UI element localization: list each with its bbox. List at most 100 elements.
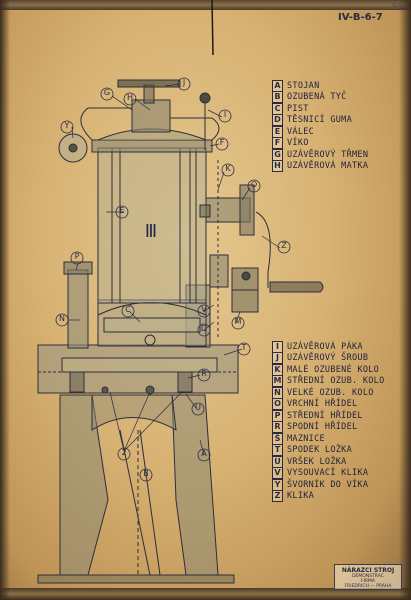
legend-label: VRŠEK LOŽKA	[287, 456, 347, 467]
legend-row-M: M STŘEDNÍ OZUB. KOLO	[272, 375, 402, 388]
legend-label: ŠVORNÍK DO VÍKA	[287, 479, 369, 490]
legend-letter: F	[272, 137, 283, 150]
callout-H: H	[126, 93, 133, 102]
callout-Z: Z	[281, 241, 287, 250]
label-title: NÁRAZCI STROJ	[341, 567, 395, 574]
catalog-code: IV-B-6-7	[338, 12, 383, 23]
hanging-string	[211, 0, 214, 56]
callout-circles	[55, 77, 291, 482]
legend-row-U: U VRŠEK LOŽKA	[272, 455, 402, 468]
callout-K: K	[225, 164, 231, 173]
callout-T: T	[241, 343, 247, 352]
callout-D: D	[200, 324, 208, 333]
legend-row-B: B OZUBENÁ TYČ	[272, 91, 402, 104]
legend-label: TĚSNICÍ GUMA	[287, 115, 353, 126]
legend-letter: H	[272, 160, 283, 173]
legend-row-S: Š MAZNICE	[272, 432, 402, 445]
callout-M: M	[234, 317, 242, 326]
legend-row-G: G UZÁVĚROVÝ TŘMEN	[272, 148, 402, 161]
callout-A: A	[201, 449, 207, 458]
label-line-2: FIRMA	[360, 579, 375, 584]
callout-I: I	[223, 110, 227, 119]
publisher-label: NÁRAZCI STROJ DEMONSTRAC FIRMA FRIEDRICH…	[334, 564, 402, 590]
legend-letter: Š	[272, 432, 283, 445]
label-line-1: DEMONSTRAC	[352, 574, 384, 579]
legend-label: STŘEDNÍ HŘÍDEL	[287, 410, 363, 421]
legend-label: UZÁVĚROVÁ MATKA	[287, 161, 369, 172]
legend-label: UZÁVĚROVÁ PÁKA	[287, 341, 363, 352]
manufacturer-logo: Ⅲ	[144, 221, 158, 242]
legend-letter: I	[272, 340, 283, 353]
callout-S: 2	[121, 448, 127, 457]
legend-label: VRCHNÍ HŘÍDEL	[287, 399, 358, 410]
legend-label: VYSOUVACÍ KLIKA	[287, 468, 369, 479]
piston-section	[97, 299, 207, 347]
legend-label: UZÁVĚROVÝ TŘMEN	[287, 149, 369, 160]
callout-V: V	[201, 305, 207, 314]
legend-letter: U	[272, 455, 283, 468]
legend-label: UZÁVĚROVÝ ŠROUB	[287, 353, 369, 364]
legend-letter: C	[272, 102, 283, 115]
legend-letter: E	[272, 125, 283, 138]
legend-label: OZUBENÁ TYČ	[287, 92, 347, 103]
crank-assembly	[199, 184, 324, 313]
legend-label: MAZNICE	[287, 433, 325, 444]
right-edge-shadow	[399, 0, 411, 600]
legend-label: STŘEDNÍ OZUB. KOLO	[287, 376, 385, 387]
callout-B: B	[143, 469, 149, 478]
legend-row-Z: Z KLIKA	[272, 490, 402, 503]
legend-label: VELKÉ OZUB. KOLO	[287, 387, 374, 398]
callout-Y: Y	[64, 121, 70, 130]
callout-G: G	[103, 88, 111, 97]
left-wheel	[58, 133, 88, 163]
callout-C: C	[125, 305, 131, 314]
legend-row-R: R SPODNÍ HŘÍDEL	[272, 421, 402, 434]
legend-row-I: I UZÁVĚROVÁ PÁKA	[272, 340, 402, 353]
legend-row-H: H UZÁVĚROVÁ MATKA	[272, 160, 402, 173]
legend-letter: A	[272, 79, 283, 92]
legend-row-F: F VÍKO	[272, 137, 402, 150]
legend-letter: Z	[272, 490, 283, 503]
legend-label: VÍKO	[287, 138, 309, 149]
legend-row-A: A STOJAN	[272, 79, 402, 92]
legend-row-O: O VRCHNÍ HŘÍDEL	[272, 398, 402, 411]
legend-row-D: D TĚSNICÍ GUMA	[272, 114, 402, 127]
label-line-3: FRIEDRICH — PRAHA	[344, 584, 392, 589]
callout-E: E	[119, 206, 125, 215]
archive-stamp: 59	[392, 2, 403, 11]
legend-label: SPODEK LOŽKA	[287, 445, 353, 456]
legend-label: KLIKA	[287, 491, 315, 502]
callout-P: P	[74, 252, 80, 261]
legend-letter: N	[272, 386, 283, 399]
callout-U: U	[195, 403, 201, 412]
legend-letter: D	[272, 114, 283, 127]
top-hanging-rod	[0, 0, 411, 10]
callout-O: O	[250, 180, 258, 189]
legend-letter: R	[272, 421, 283, 434]
legend-letter: O	[272, 398, 283, 411]
legend-label: STOJAN	[287, 80, 320, 91]
legend-label: SPODNÍ HŘÍDEL	[287, 422, 358, 433]
callout-J: J	[182, 78, 186, 87]
legend-letter: G	[272, 148, 283, 161]
legend-label: MALÉ OZUBENÉ KOLO	[287, 364, 380, 375]
bottom-hanging-rod	[0, 588, 411, 600]
callout-F: F	[219, 138, 225, 147]
stand-frame	[37, 394, 235, 584]
leader-lines	[68, 83, 281, 456]
legend-letter: M	[272, 375, 283, 388]
legend-letter: B	[272, 91, 283, 104]
callout-N: N	[59, 314, 65, 323]
left-edge-shadow	[0, 0, 10, 600]
